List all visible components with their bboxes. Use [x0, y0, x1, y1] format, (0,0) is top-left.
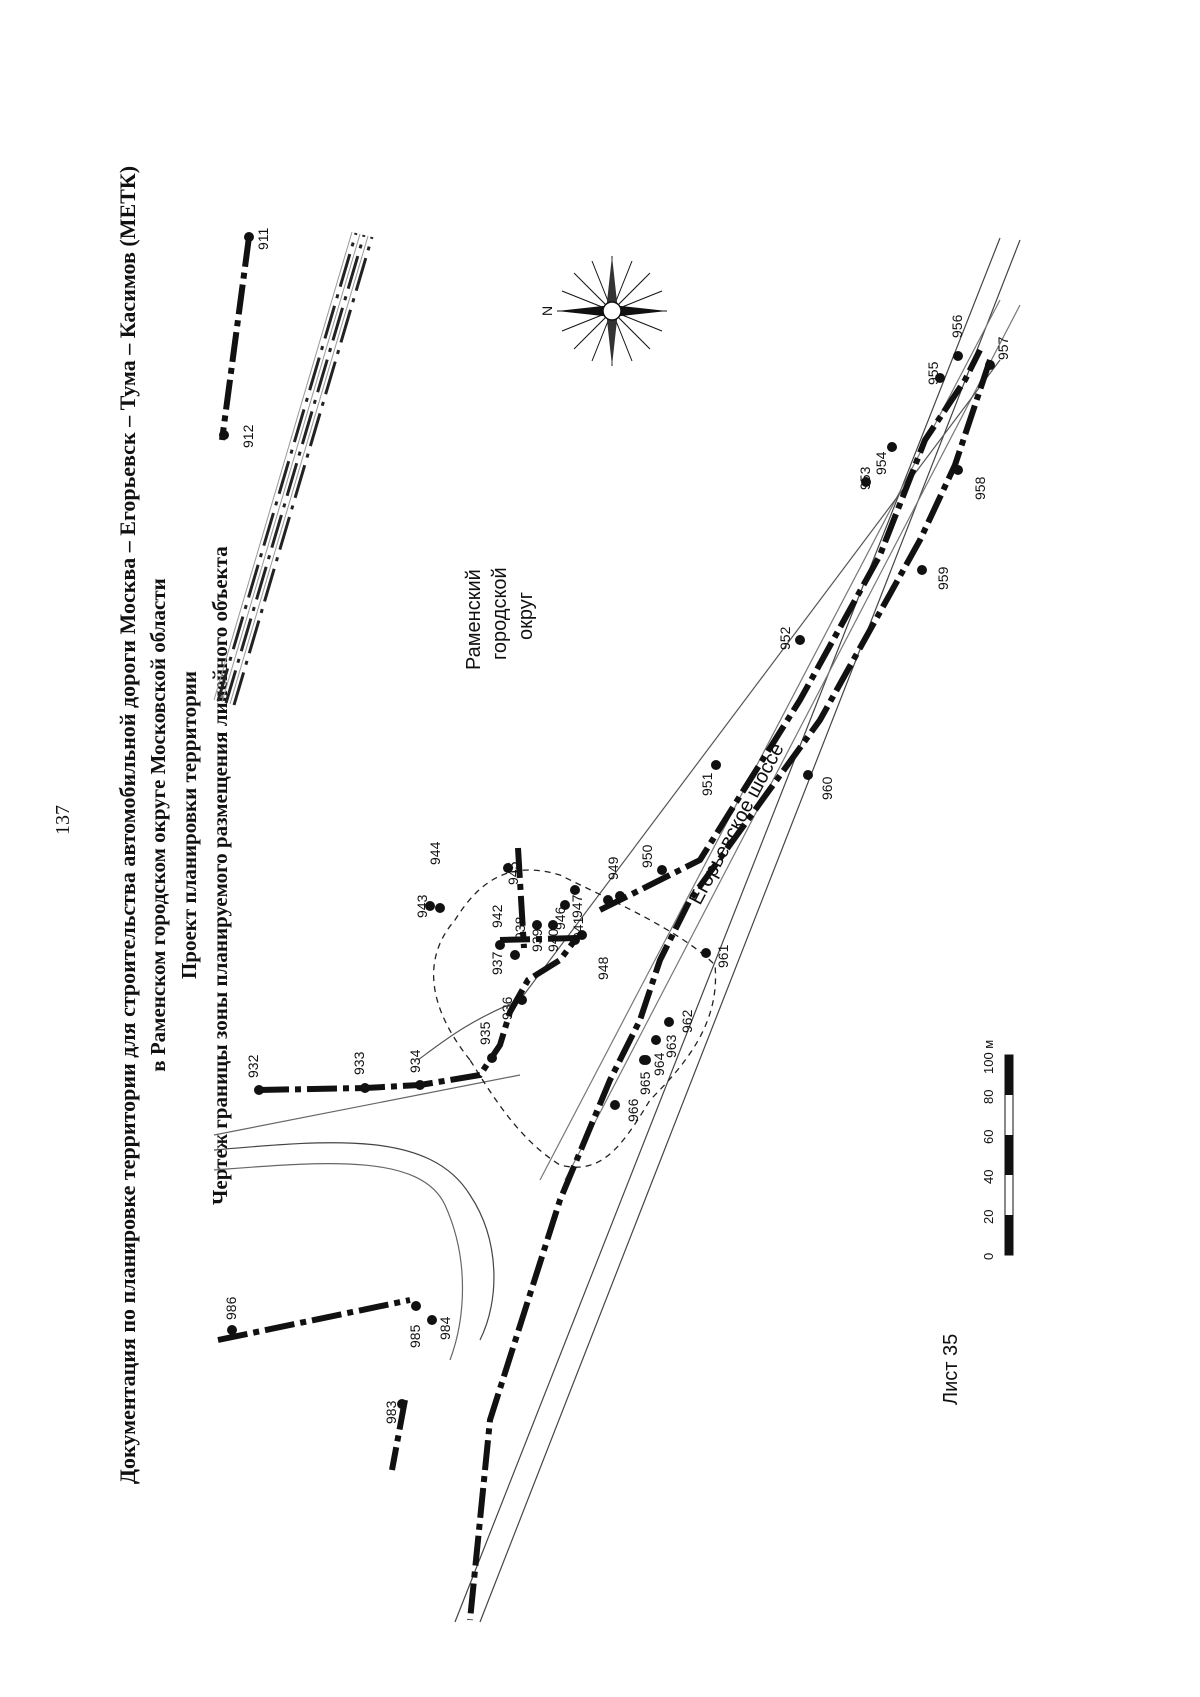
point-label: 966: [625, 1098, 641, 1122]
point-labels: 911 912 932 933 934 935 936 937 938 939 …: [223, 227, 1011, 1424]
district-label: Раменский городской округ: [463, 567, 537, 670]
point-label: 963: [663, 1034, 679, 1058]
point-label: 964: [651, 1052, 667, 1076]
point-label: 952: [777, 626, 793, 650]
main-road: [213, 237, 1021, 1623]
point-label: 951: [699, 772, 715, 796]
point-label: 958: [972, 476, 988, 500]
point-label: 937: [489, 951, 505, 975]
point-label: 944: [427, 841, 443, 865]
point-label: 957: [995, 336, 1011, 360]
point-label: 955: [925, 361, 941, 385]
point-label: 954: [873, 451, 889, 475]
railway: [213, 231, 374, 706]
point-label: 943: [414, 894, 430, 918]
point-label: 960: [819, 776, 835, 800]
boundary-lines: [217, 236, 993, 1621]
point-label: 985: [407, 1324, 423, 1348]
point-label: 983: [383, 1400, 399, 1424]
point-label: 945: [505, 861, 521, 885]
point-label: 953: [857, 466, 873, 490]
road-name-label: Егорьевское шоссе: [685, 740, 789, 909]
point-label: 959: [935, 566, 951, 590]
point-label: 911: [255, 227, 271, 250]
point-label: 956: [949, 314, 965, 338]
point-label: 942: [489, 904, 505, 928]
point-label: 936: [499, 996, 515, 1020]
point-label: 912: [240, 424, 256, 448]
point-label: 938: [512, 916, 528, 940]
scale-label-20: 20: [981, 1210, 996, 1224]
point-label: 965: [637, 1071, 653, 1095]
scale-label-60: 60: [981, 1130, 996, 1144]
district-line-3: округ: [515, 592, 537, 640]
point-label: 984: [437, 1316, 453, 1340]
point-label: 939: [529, 928, 545, 952]
point-label: 950: [639, 844, 655, 868]
boundary-points: [219, 232, 995, 1409]
point-label: 946: [552, 906, 568, 930]
scale-label-100: 100 м: [981, 1040, 996, 1074]
point-label: 962: [679, 1009, 695, 1033]
scale-label-40: 40: [981, 1170, 996, 1184]
point-label: 932: [245, 1054, 261, 1078]
sheet-label: Лист 35: [940, 1334, 962, 1405]
point-label: 986: [223, 1296, 239, 1320]
point-label: 933: [351, 1051, 367, 1075]
point-label: 935: [477, 1021, 493, 1045]
junction-boundary: [433, 869, 717, 1168]
compass-rose-icon: N: [539, 256, 667, 366]
scale-label-80: 80: [981, 1090, 996, 1104]
point-label: 947: [569, 894, 585, 918]
district-line-1: Раменский: [463, 569, 485, 670]
point-label: 940: [545, 928, 561, 952]
compass-north-label: N: [539, 306, 555, 316]
district-line-2: городской: [489, 567, 511, 660]
point-label: 961: [715, 944, 731, 968]
point-label: 948: [595, 956, 611, 980]
point-label: 949: [605, 856, 621, 880]
point-label: 941: [570, 916, 586, 940]
scale-label-0: 0: [981, 1253, 996, 1260]
scale-bar: 0 20 40 60 80 100 м: [981, 1040, 1014, 1260]
point-label: 934: [407, 1049, 423, 1073]
